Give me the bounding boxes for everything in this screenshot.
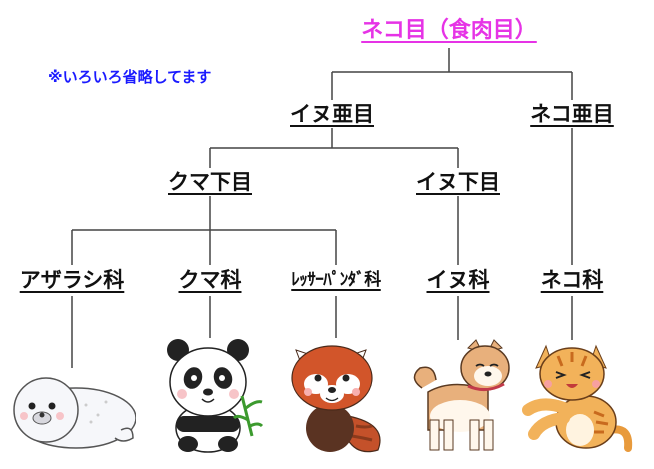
omission-note: ※いろいろ省略してます: [48, 68, 212, 86]
node-inu-ka: イヌ科: [426, 268, 490, 292]
cat-icon: [522, 344, 633, 452]
node-neko-ka: ネコ科: [540, 268, 604, 292]
node-inu-amoku: イヌ亜目: [290, 102, 374, 126]
node-kuma-ka: クマ科: [178, 268, 242, 292]
node-inu-kamoku: イヌ下目: [416, 170, 500, 194]
node-kuma-kamoku: クマ下目: [168, 170, 252, 194]
node-azarashi-ka: アザラシ科: [19, 268, 125, 292]
seal-icon: [13, 377, 136, 449]
node-neko-amoku: ネコ亜目: [530, 102, 614, 126]
panda-icon: [167, 339, 264, 453]
node-root: ネコ目（食肉目）: [361, 18, 537, 43]
red-panda-icon: [291, 345, 381, 453]
node-lesser-panda-ka: ﾚｯｻｰﾊﾟﾝﾀﾞ科: [291, 270, 381, 290]
dog-icon: [413, 339, 510, 451]
